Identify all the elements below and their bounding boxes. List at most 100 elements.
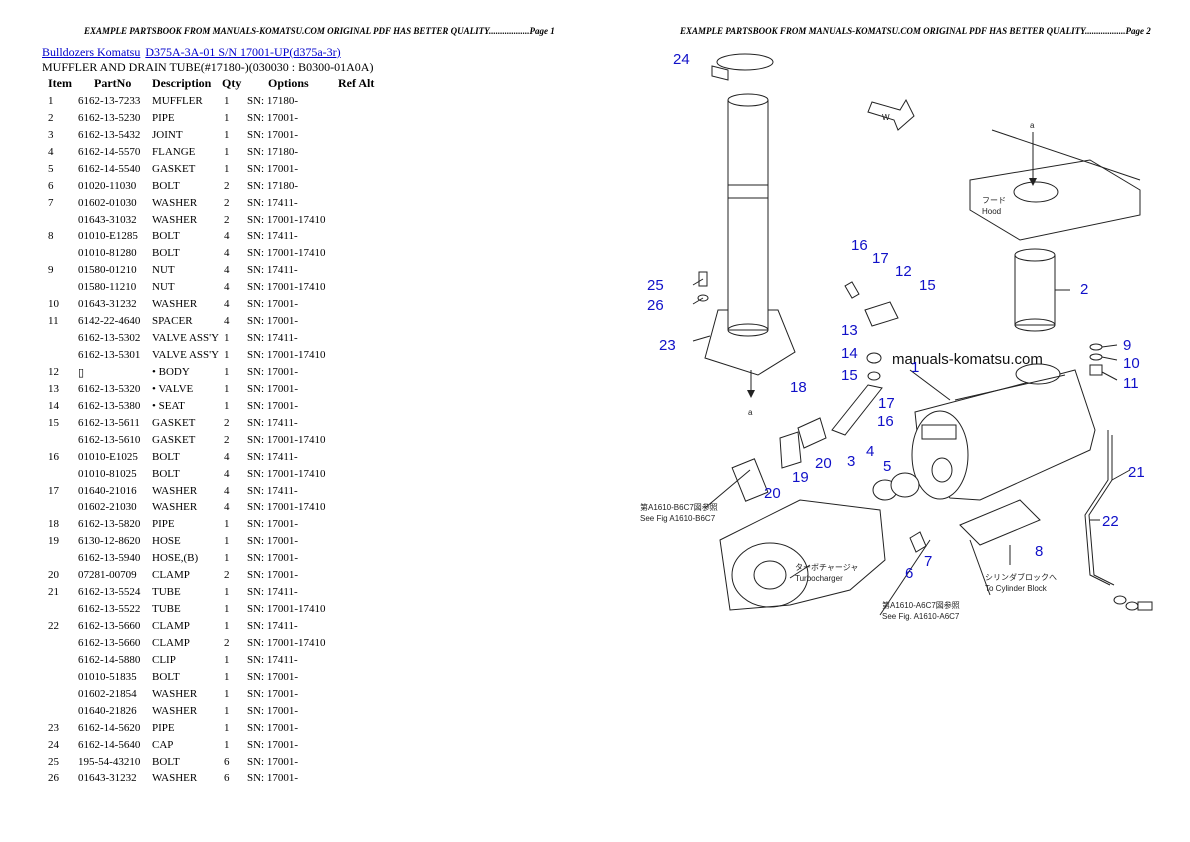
callout-17-upper: 17: [872, 250, 889, 267]
cell-partno: 01580-01210: [78, 264, 137, 277]
cell-item: 22: [48, 620, 59, 632]
section-title: MUFFLER AND DRAIN TUBE(#17180-)(030030 :…: [42, 60, 374, 74]
cell-options: SN: 17001-17410: [247, 501, 326, 514]
cell-description: HOSE,(B): [152, 552, 199, 565]
label-a-lower: a: [748, 408, 753, 417]
cell-qty: 4: [224, 247, 230, 260]
cell-item: 17: [48, 484, 59, 497]
cell-description: WASHER: [152, 196, 198, 209]
cell-description: PIPE: [152, 721, 175, 734]
cell-partno: 01010-51835: [78, 670, 137, 683]
column-header-options: Options: [268, 76, 309, 90]
callout-4: 4: [866, 443, 874, 460]
cell-description: TUBE: [152, 586, 181, 599]
cell-description: GASKET: [152, 162, 196, 175]
cell-options: SN: 17001-17410: [247, 603, 326, 616]
cell-partno: 6162-13-5432: [78, 128, 141, 141]
cell-item: 10: [48, 298, 59, 311]
cell-qty: 6: [224, 772, 230, 785]
breadcrumb-link-model[interactable]: D375A-3A-01 S/N 17001-UP(d375a-3r): [145, 45, 341, 59]
cell-item: 12: [48, 365, 59, 378]
cell-item: 26: [48, 772, 59, 785]
callout-19: 19: [792, 469, 809, 486]
label-w: W: [882, 113, 890, 122]
cell-partno: 01010-81025: [78, 467, 137, 480]
cell-options: SN: 17001-: [247, 298, 299, 311]
cell-qty: 1: [224, 332, 230, 345]
cell-partno: 6162-13-5230: [78, 111, 141, 124]
page-header-left: EXAMPLE PARTSBOOK FROM MANUALS-KOMATSU.C…: [84, 26, 555, 36]
cell-options: SN: 17001-: [247, 365, 299, 378]
cell-description: WASHER: [152, 704, 198, 717]
cell-partno: ▯: [78, 366, 85, 379]
cell-options: SN: 17001-: [247, 162, 299, 175]
cell-qty: 4: [224, 501, 230, 514]
label-turbo-jp: ターボチャージャ: [795, 563, 858, 572]
cell-partno: 6162-14-5880: [78, 653, 141, 666]
cell-description: MUFFLER: [152, 94, 203, 107]
cell-options: SN: 17411-: [247, 653, 298, 666]
cell-partno: 6162-13-5524: [78, 586, 141, 599]
callout-11: 11: [1123, 375, 1139, 392]
cell-options: SN: 17411-: [247, 196, 298, 209]
column-header-item: Item: [48, 76, 72, 90]
cell-item: 24: [48, 738, 59, 751]
cell-description: • VALVE: [152, 382, 194, 395]
cell-options: SN: 17001-17410: [247, 433, 326, 446]
cell-item: 6: [48, 179, 54, 192]
cell-options: SN: 17180-: [247, 145, 299, 158]
label-hood-jp: フード: [982, 196, 1006, 205]
cell-options: SN: 17001-: [247, 111, 299, 124]
cell-description: BOLT: [152, 670, 180, 683]
cell-options: SN: 17001-: [247, 399, 299, 412]
column-header-description: Description: [152, 76, 212, 90]
cell-description: WASHER: [152, 213, 198, 226]
callout-26: 26: [647, 297, 664, 314]
valve-assembly-drawing: [844, 281, 899, 381]
breadcrumb-link-category[interactable]: Bulldozers Komatsu: [42, 45, 141, 59]
hood-drawing: [969, 129, 1141, 241]
cell-options: SN: 17001-17410: [247, 349, 326, 361]
cell-description: CAP: [152, 738, 174, 751]
cell-partno: 01602-21854: [78, 687, 137, 700]
cell-options: SN: 17001-17410: [247, 281, 326, 294]
cell-qty: 1: [224, 128, 230, 141]
cell-qty: 4: [224, 230, 230, 243]
cell-item: 5: [48, 162, 54, 175]
cell-qty: 1: [224, 382, 230, 395]
cell-qty: 2: [224, 179, 230, 192]
callout-16-lower: 16: [877, 413, 894, 430]
cell-options: SN: 17001-: [247, 569, 299, 582]
label-fig2-jp: 第A1610-A6C7図参照: [882, 600, 960, 610]
cell-partno: 6162-13-5302: [78, 332, 141, 345]
cell-qty: 2: [224, 416, 230, 429]
callout-23: 23: [659, 337, 676, 354]
callout-2: 2: [1080, 281, 1088, 298]
callout-14: 14: [841, 345, 858, 362]
cell-options: SN: 17411-: [247, 450, 298, 463]
cell-options: SN: 17180-: [247, 179, 299, 192]
cell-qty: 1: [224, 687, 230, 700]
cell-description: PIPE: [152, 111, 175, 124]
leader-lines: [692, 278, 1131, 616]
cell-qty: 1: [224, 738, 230, 751]
cap-24-drawing: [711, 53, 774, 81]
turbocharger-drawing: [719, 472, 927, 611]
column-header-ref-alt: Ref Alt: [338, 76, 375, 90]
cell-partno: 6162-13-5380: [78, 399, 141, 412]
cell-qty: 4: [224, 264, 230, 277]
callout-12: 12: [895, 263, 912, 280]
cell-partno: 01602-01030: [78, 196, 137, 209]
cell-options: SN: 17411-: [247, 484, 298, 497]
cell-item: 9: [48, 264, 54, 277]
cell-partno: 6162-13-5320: [78, 382, 141, 395]
cell-options: SN: 17001-: [247, 687, 299, 700]
cell-qty: 4: [224, 315, 230, 328]
cell-partno: 01643-31232: [78, 298, 137, 311]
cell-description: BOLT: [152, 450, 180, 463]
cell-description: HOSE: [152, 535, 181, 548]
cell-description: • SEAT: [152, 399, 185, 412]
label-turbo: Turbocharger: [795, 574, 843, 583]
column-header-qty: Qty: [222, 76, 242, 90]
callout-13: 13: [841, 322, 858, 339]
